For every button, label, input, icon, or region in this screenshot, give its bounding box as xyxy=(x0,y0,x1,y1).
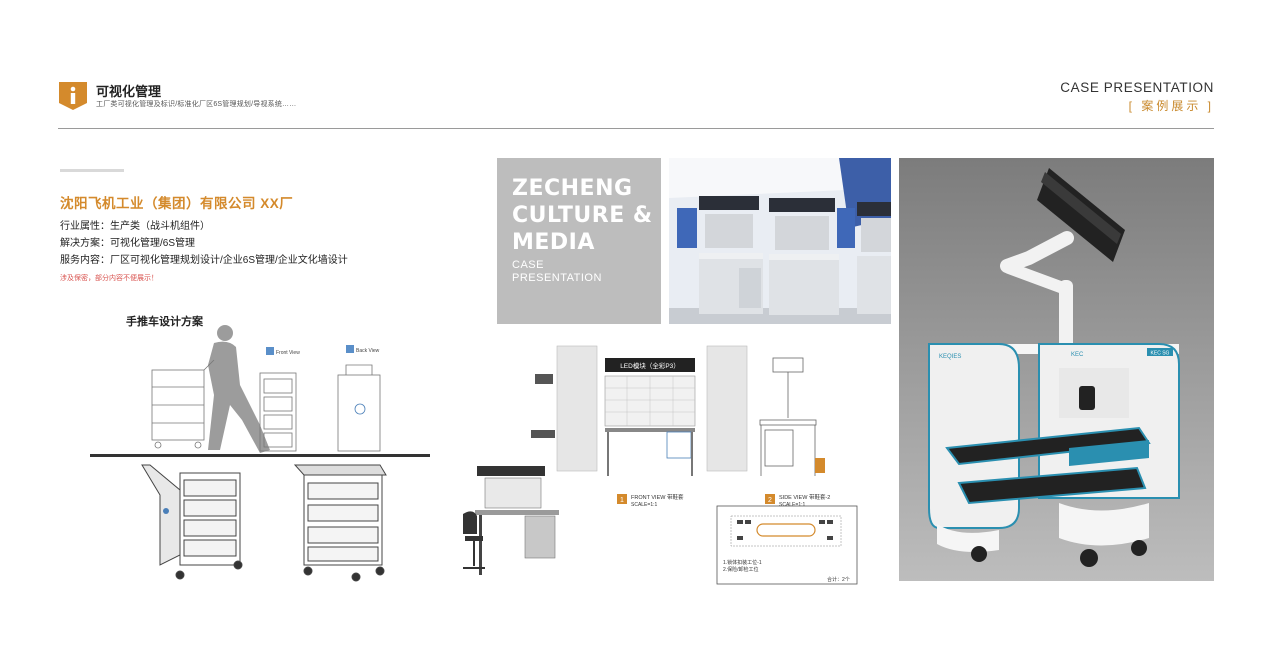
machine-brand-left: KEQIES xyxy=(939,354,961,360)
led-module-label: LED模块（全彩P3） xyxy=(620,361,680,370)
floor-plan-legend-1: 1.锁体扣装工位-1 xyxy=(723,559,762,566)
cart-drawing: Front View Back View xyxy=(90,325,430,582)
confidential-note: 涉及保密，部分内容不便展示！ xyxy=(60,275,158,282)
front-view-title: FRONT VIEW 带鞋套 xyxy=(631,493,684,501)
side-view-scale: SCALE=1:1 xyxy=(779,502,805,508)
person-silhouette xyxy=(208,325,270,453)
workstation-unit-2 xyxy=(769,198,855,315)
workstation-unit-1 xyxy=(677,196,763,314)
front-view-number: 1 xyxy=(620,497,624,504)
solution-line: 解决方案：可视化管理/6S管理 xyxy=(60,238,196,249)
workbench-render xyxy=(463,466,559,575)
workbench-drawing: LED模块（全彩P3） 1 FRONT VIEW 带鞋套 SCALE=1:1 2 xyxy=(463,345,858,585)
floor-plan-total: 合计：2个 xyxy=(827,576,850,583)
front-view-scale: SCALE=1:1 xyxy=(631,502,657,508)
info-icon xyxy=(59,82,87,110)
side-view-title: SIDE VIEW 带鞋套-2 xyxy=(779,493,830,501)
workstation-unit-3 xyxy=(857,202,891,314)
cart-design-title: 手推车设计方案 xyxy=(126,316,203,328)
cart-render-right xyxy=(293,464,387,582)
machine-brand-mid: KEC xyxy=(1071,352,1084,358)
brand-line-5: PRESENTATION xyxy=(512,272,602,284)
machine-render: KEQIES KEC KEC SG xyxy=(899,158,1214,581)
accent-bar xyxy=(60,169,124,172)
monitor-arm xyxy=(1000,168,1125,350)
floor-plan-legend-2: 2.保险/卸检工位 xyxy=(723,566,759,573)
cart-render-left xyxy=(141,464,243,580)
machine-panel-label: KEC SG xyxy=(1151,351,1170,357)
cart-body xyxy=(928,343,1180,567)
company-name: 沈阳飞机工业（集团）有限公司 XX厂 xyxy=(60,196,294,211)
section-subtitle: 工厂类可视化管理及标识/标准化厂区6S管理规划/导视系统…… xyxy=(96,101,297,108)
side-view-number: 2 xyxy=(768,497,772,504)
brand-line-4: CASE xyxy=(512,259,544,271)
floor-plan-box xyxy=(716,505,858,585)
brand-line-2: CULTURE & xyxy=(512,203,653,228)
service-line: 服务内容：厂区可视化管理规划设计/企业6S管理/企业文化墙设计 xyxy=(60,255,348,266)
industry-line: 行业属性：生产类（战斗机组件） xyxy=(60,221,210,232)
header-divider xyxy=(58,128,1214,129)
workstation-render xyxy=(669,158,891,324)
brand-line-1: ZECHENG xyxy=(512,176,633,201)
back-view-label: Back View xyxy=(356,348,380,354)
brand-panel: ZECHENG CULTURE & MEDIA CASE PRESENTATIO… xyxy=(497,158,661,324)
brand-line-3: MEDIA xyxy=(512,230,595,255)
section-title: 可视化管理 xyxy=(96,84,162,99)
front-view-label: Front View xyxy=(276,350,300,356)
case-presentation-cn: [ 案例展示 ] xyxy=(1128,99,1214,113)
case-presentation-title: CASE PRESENTATION xyxy=(1060,80,1214,95)
